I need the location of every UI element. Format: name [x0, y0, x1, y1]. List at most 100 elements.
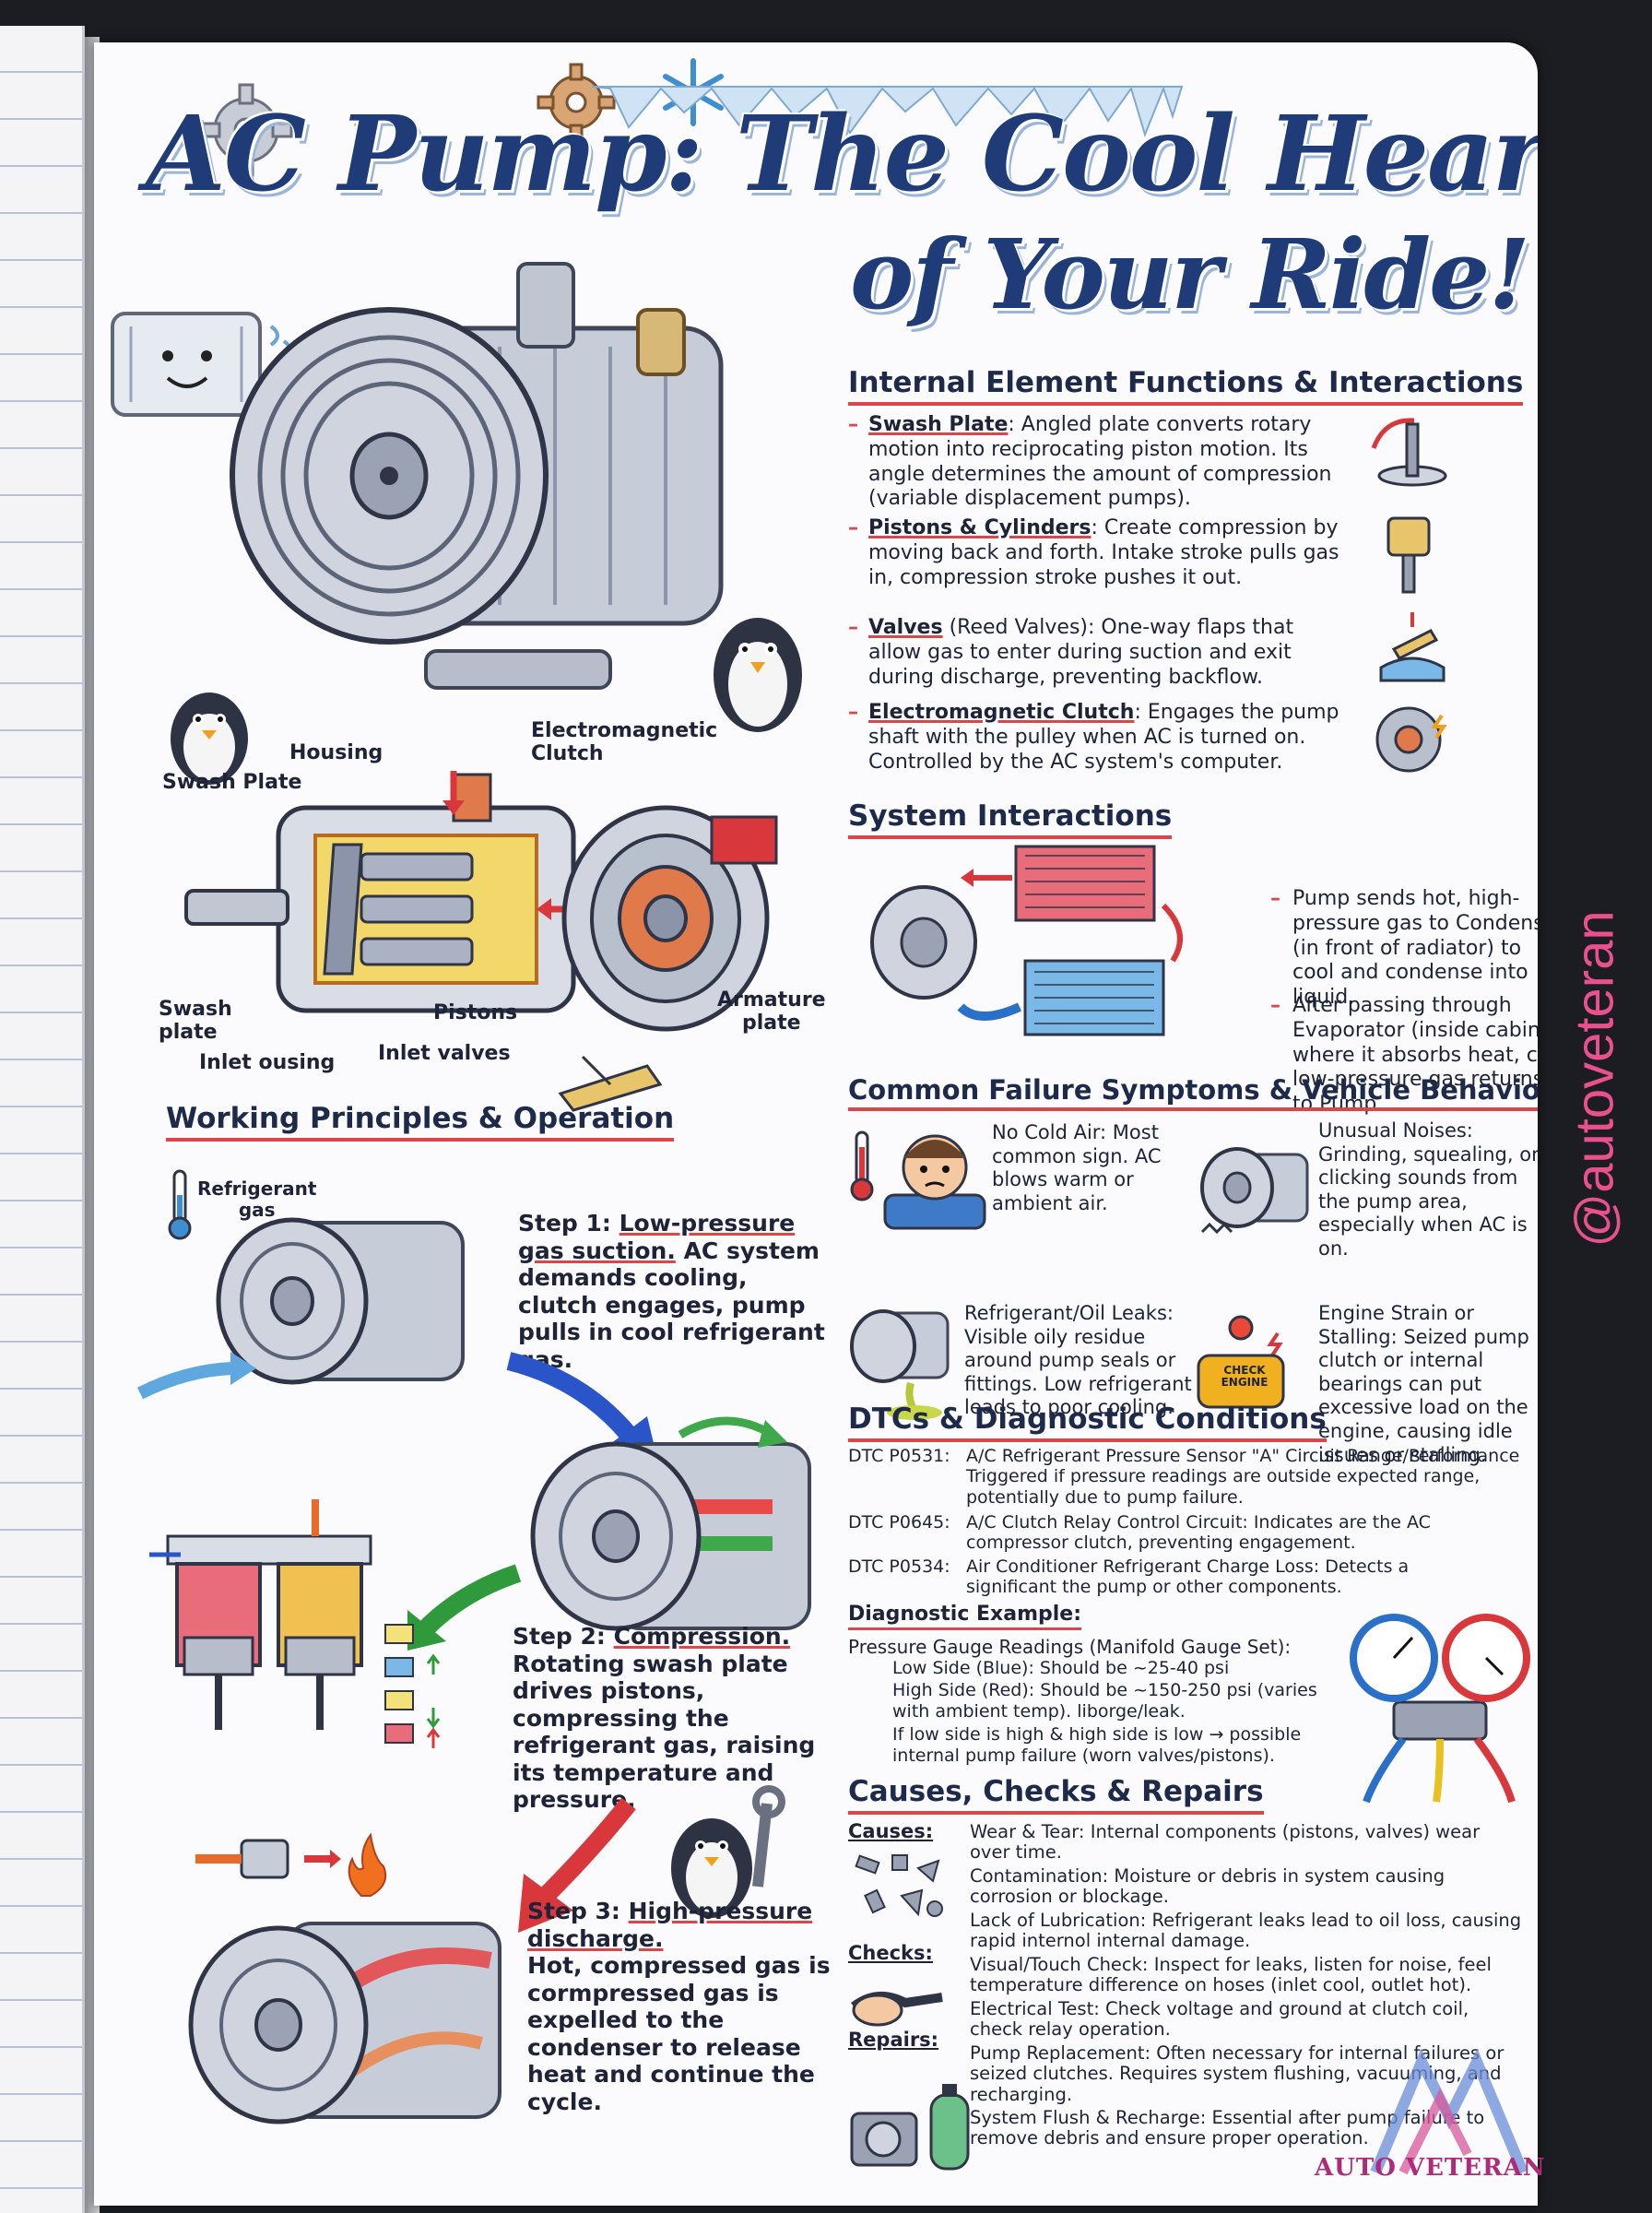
watermark: @autoveteran [1558, 885, 1632, 1272]
label-swash-plate: Swash Plate [162, 771, 302, 794]
icicles-decoration [591, 86, 1184, 138]
internal-desc: : Angled plate converts rotary motion in… [868, 413, 1332, 511]
step1-description: AC system demands cooling, clutch engage… [518, 1237, 825, 1373]
internal-term: Valves [868, 616, 943, 639]
high-side-reading: High Side (Red): Should be ~150-250 psi … [892, 1680, 1317, 1722]
step3-text: Step 3: High-pressure discharge. Hot, co… [527, 1898, 841, 2115]
internal-item-swash-plate: – Swash Plate: Angled plate converts rot… [848, 413, 1332, 511]
step3-description: Hot, compressed gas is cormpressed gas i… [527, 1952, 831, 2115]
dtc-code: DTC P0531: [848, 1446, 950, 1466]
causes-label: Causes: [848, 1820, 934, 1842]
sweating-driver-icon [883, 1134, 986, 1230]
gauge-conclusion: If low side is high & high side is low →… [892, 1724, 1302, 1767]
gear-icon [199, 83, 293, 177]
happy-condenser-icon [111, 312, 292, 417]
compressor-cutaway-diagram [184, 771, 587, 1013]
cause-wear: Wear & Tear: Internal components (piston… [970, 1821, 1481, 1864]
flow-arrow-red [518, 1797, 636, 1933]
internal-item-pistons: – Pistons & Cylinders: Create compressio… [848, 516, 1339, 589]
symptom-no-cold-air: No Cold Air: Most common sign. AC blows … [992, 1121, 1162, 1214]
symptom-engine-strain: Engine Strain or Stalling: Seized pump c… [1318, 1302, 1529, 1466]
manifold-gauge-icon [1350, 1614, 1530, 1804]
check-electrical: Electrical Test: Check voltage and groun… [970, 1998, 1469, 2041]
step1-text: Step 1: Low-pressure gas suction. AC sys… [518, 1210, 832, 1373]
label-refrigerant-gas: Refrigerant gas [197, 1178, 317, 1221]
page-title: AC Pump: The Cool Heart [146, 94, 1538, 215]
step1-label: Step 1: [518, 1210, 611, 1237]
compressor-step3-illustration [188, 1922, 502, 2124]
label-inlet-ousing: Inlet ousing [199, 1051, 336, 1074]
step2-title: Compression. [613, 1623, 791, 1650]
thermometer-icon [168, 1169, 192, 1240]
swash-plate-icon [1371, 418, 1447, 487]
low-side-reading: Low Side (Blue): Should be ~25-40 psi [892, 1658, 1230, 1678]
system-interactions-heading: System Interactions [848, 799, 1173, 839]
penguin-icon [171, 692, 248, 785]
compressor-step2-illustration [530, 1416, 811, 1631]
repairs-label: Repairs: [848, 2029, 939, 2051]
fire-icon [195, 1832, 387, 1897]
repair-replacement: Pump Replacement: Often necessary for in… [970, 2042, 1504, 2105]
symptom-unusual-noises: Unusual Noises: Grinding, squealing, or … [1318, 1119, 1538, 1260]
repair-flush: System Flush & Recharge: Essential after… [970, 2107, 1485, 2149]
causes-heading: Causes, Checks & Repairs [848, 1775, 1264, 1815]
ac-compressor-illustration [230, 262, 724, 690]
noisy-compressor-icon [1200, 1147, 1309, 1235]
compressor-step1-illustration [216, 1217, 465, 1385]
working-principles-heading: Working Principles & Operation [166, 1102, 675, 1142]
dtc-code: DTC P0645: [848, 1512, 950, 1533]
thermometer-icon [850, 1130, 874, 1201]
internal-item-clutch: – Electromagnetic Clutch: Engages the pu… [848, 701, 1339, 774]
system-text: Pump sends hot, high-pressure gas to Con… [1292, 887, 1538, 1010]
symptom-leaks: Refrigerant/Oil Leaks: Visible oily resi… [964, 1302, 1192, 1419]
clutch-icon [1375, 706, 1447, 773]
step2-description: Rotating swash plate drives pistons, com… [513, 1650, 816, 1814]
step3-title: High-pressure discharge. [527, 1898, 813, 1952]
internal-item-valves: – Valves (Reed Valves): One-way flaps th… [848, 616, 1294, 689]
piston-icon [1386, 516, 1431, 594]
dtc-description: A/C Clutch Relay Control Circuit: Indica… [966, 1512, 1431, 1554]
penguin-with-wrench-icon [671, 1785, 785, 1918]
label-pistons: Pistons [433, 1001, 518, 1024]
dtc-code: DTC P0534: [848, 1556, 950, 1577]
cause-contamination: Contamination: Moisture or debris in sys… [970, 1865, 1446, 1908]
step1-title: Low-pressure gas suction. [518, 1210, 796, 1264]
flow-arrow-green [407, 1564, 522, 1651]
failure-symptoms-heading: Common Failure Symptoms & Vehicle Behavi… [848, 1074, 1538, 1112]
gauge-title: Pressure Gauge Readings (Manifold Gauge … [848, 1636, 1292, 1658]
gear-icon [537, 63, 616, 142]
label-swash-plate-bottom: Swash plate [159, 998, 232, 1045]
step2-label: Step 2: [513, 1623, 606, 1650]
intake-arrow [136, 1352, 256, 1400]
cause-lubrication: Lack of Lubrication: Refrigerant leaks l… [970, 1910, 1522, 1952]
system-item-1: –Pump sends hot, high-pressure gas to Co… [1270, 887, 1538, 1011]
recharge-equipment-icon [850, 2084, 970, 2171]
dtc-heading: DTCs & Diagnostic Conditions [848, 1402, 1327, 1442]
electromagnetic-clutch-illustration [561, 805, 778, 1032]
internal-desc: : Create compression by moving back and … [868, 516, 1339, 589]
diagnostic-example-heading: Diagnostic Example: [848, 1603, 1082, 1630]
internal-desc: (Reed Valves): One-way flaps that allow … [868, 616, 1294, 689]
internal-term: Swash Plate [868, 413, 1009, 436]
brand-name: AUTO VETERAN [1315, 2154, 1546, 2182]
reed-valve-illustration [558, 1055, 663, 1112]
system-flow-diagram [870, 845, 1183, 1036]
system-text: After passing through Evaporator (inside… [1292, 994, 1538, 1117]
internal-desc: : Engages the pump shaft with the pulley… [868, 701, 1339, 774]
debris-icon [855, 1854, 943, 1917]
check-engine-icon [1197, 1315, 1285, 1409]
checks-label: Checks: [848, 1942, 933, 1964]
legend-icons [384, 1624, 441, 1748]
dtc-description: A/C Refrigerant Pressure Sensor "A" Circ… [966, 1446, 1520, 1508]
system-item-2: –After passing through Evaporator (insid… [1270, 994, 1538, 1118]
page-title-line2: of Your Ride! [850, 218, 1530, 331]
label-electromagnetic-clutch: Electromagnetic Clutch [531, 719, 718, 766]
dtc-description: Air Conditioner Refrigerant Charge Loss:… [966, 1556, 1410, 1598]
piston-cylinders-illustration [149, 1499, 372, 1730]
notebook-page: AC Pump: The Cool Heart of Your Ride! [94, 42, 1538, 2206]
auto-veteran-logo [1370, 2048, 1528, 2175]
penguin-icon [714, 618, 802, 732]
step3-label: Step 3: [527, 1898, 620, 1924]
internal-term: Electromagnetic Clutch [868, 701, 1135, 724]
check-visual: Visual/Touch Check: Inspect for leaks, l… [970, 1954, 1492, 1996]
